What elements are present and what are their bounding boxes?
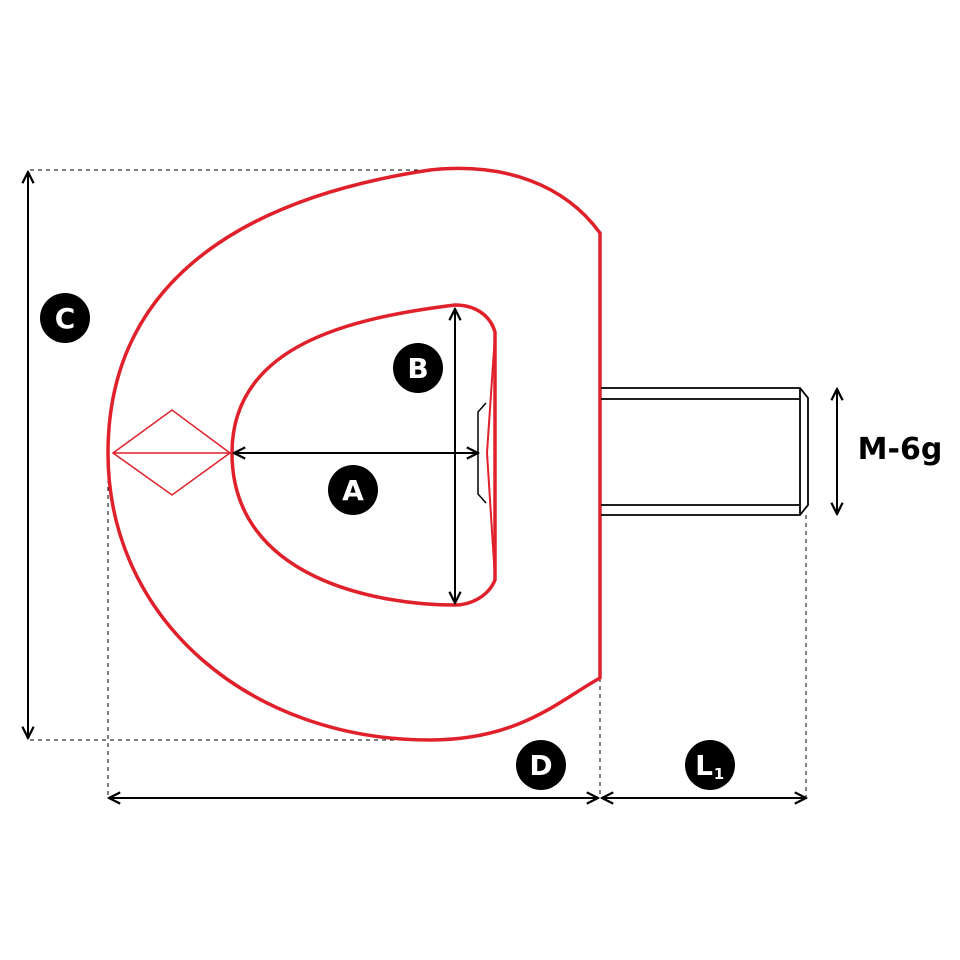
badge-b: B <box>393 343 443 393</box>
cross-section-diamond <box>111 409 232 496</box>
threaded-shank <box>601 387 809 516</box>
badge-c: C <box>40 293 90 343</box>
label-l1-subscript: 1 <box>714 765 724 783</box>
badge-l1: L 1 <box>685 740 735 790</box>
outer-body-outline <box>106 166 602 742</box>
inner-chamfer <box>485 334 496 579</box>
badge-d: D <box>516 740 566 790</box>
label-d: D <box>529 749 552 782</box>
extension-lines <box>30 169 807 798</box>
label-a: A <box>342 474 364 507</box>
label-b: B <box>407 352 428 385</box>
inner-eye-outline <box>230 303 497 607</box>
thread-spec-label: M-6g <box>858 432 943 467</box>
badge-a: A <box>328 465 378 515</box>
label-c: C <box>55 302 76 335</box>
hex-profile <box>477 402 487 504</box>
label-l1-main: L <box>695 749 713 782</box>
